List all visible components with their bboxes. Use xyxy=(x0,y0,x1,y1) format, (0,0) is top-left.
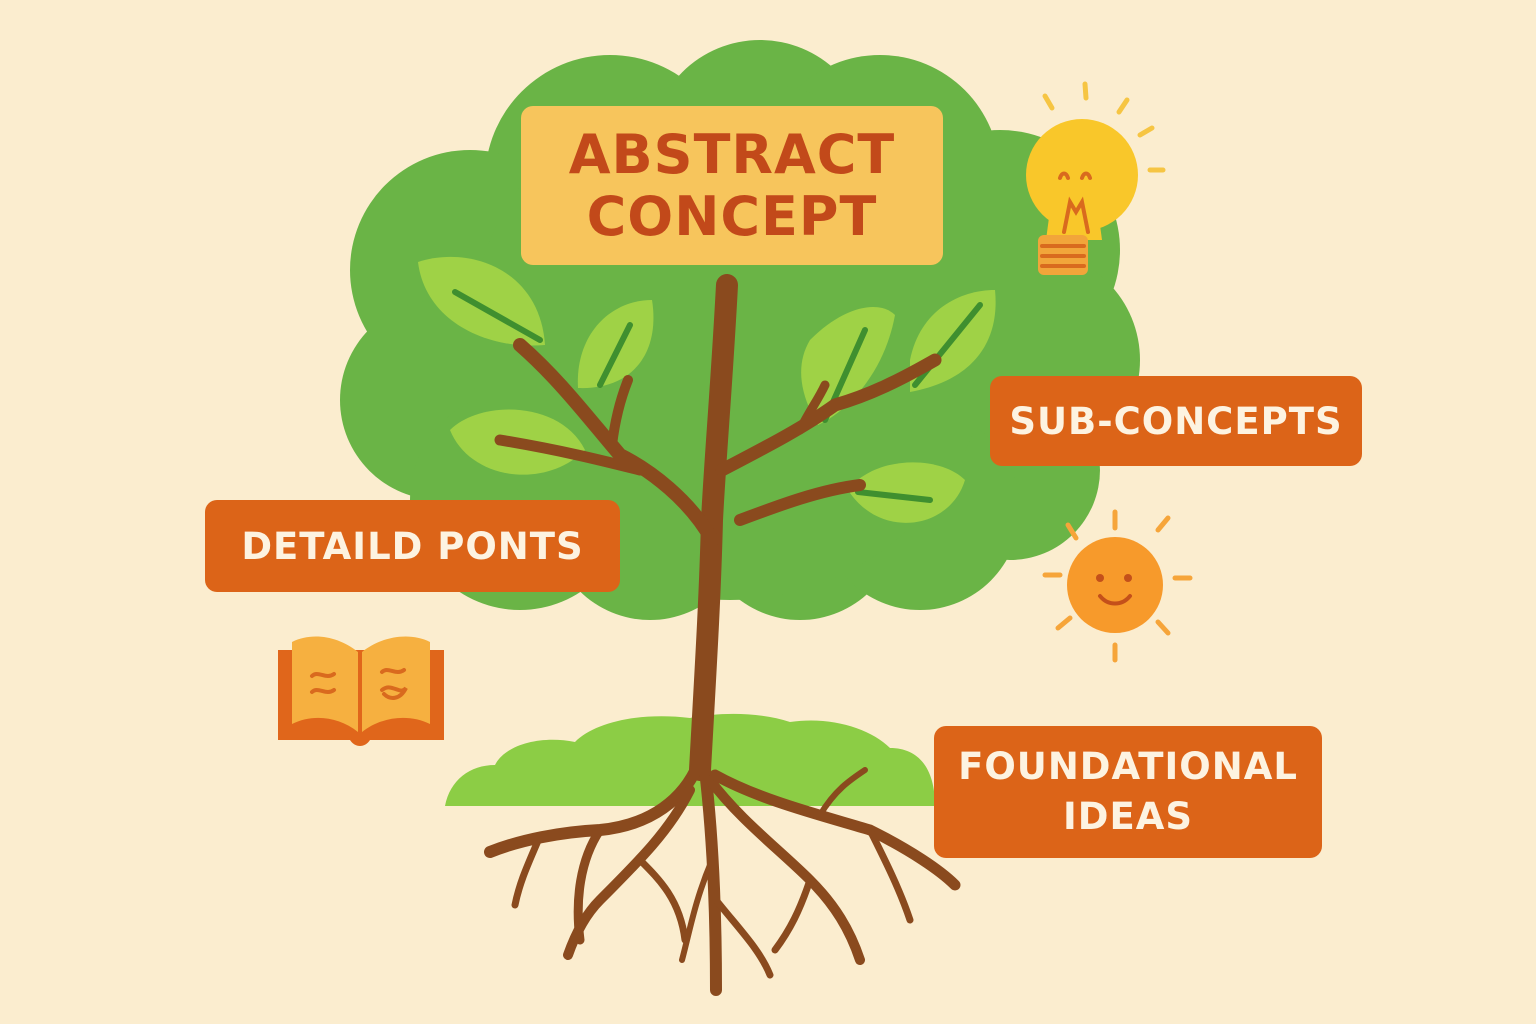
leaf xyxy=(418,256,545,346)
foundational-line-2: IDEAS xyxy=(1062,795,1194,838)
foundational-line-1: FOUNDATIONAL xyxy=(958,745,1298,788)
sub-concepts-text: SUB-CONCEPTS xyxy=(1009,399,1343,443)
title-line-2: CONCEPT xyxy=(586,184,878,248)
sub-concepts-label: SUB-CONCEPTS xyxy=(990,376,1362,466)
lightbulb-icon xyxy=(1026,81,1166,275)
detail-points-text: DETAILD PONTS xyxy=(241,524,584,568)
open-book-icon xyxy=(278,636,444,746)
detail-points-label: DETAILD PONTS xyxy=(205,500,620,592)
smiling-sun-icon xyxy=(1042,509,1193,663)
tree-trunk xyxy=(494,274,942,781)
leaf xyxy=(848,462,965,523)
tree-roots xyxy=(484,754,961,996)
leaf xyxy=(577,300,654,389)
abstract-concept-label: ABSTRACT CONCEPT xyxy=(521,106,943,265)
foundational-ideas-label: FOUNDATIONAL IDEAS xyxy=(934,726,1322,858)
title-line-1: ABSTRACT xyxy=(568,122,896,186)
